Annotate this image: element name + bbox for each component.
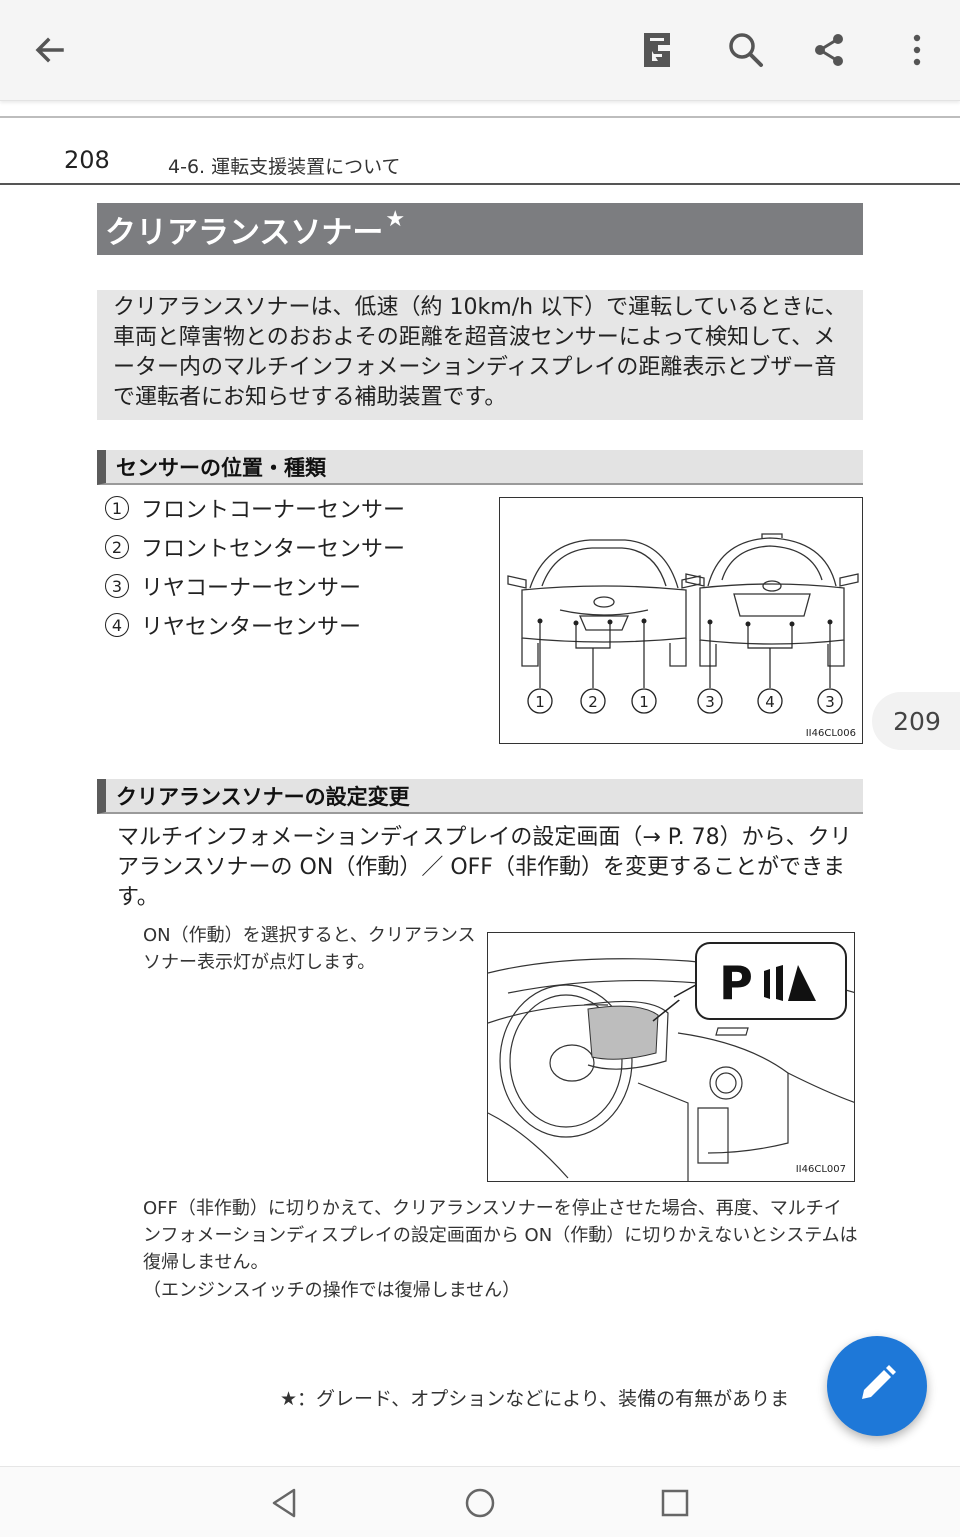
settings-body: マルチインフォメーションディスプレイの設定画面（→ P. 78）から、クリアラン… bbox=[117, 825, 852, 910]
next-page-badge[interactable]: 209 bbox=[872, 692, 960, 750]
footnote-text: ：グレード、オプションなどにより、装備の有無がありま bbox=[297, 1388, 790, 1410]
sensor-label: リヤセンターセンサー bbox=[141, 615, 362, 640]
circled-number: 1 bbox=[105, 496, 129, 520]
list-item: 2 フロントセンターセンサー bbox=[105, 531, 405, 563]
nav-home-icon[interactable] bbox=[458, 1481, 502, 1525]
figure-label: 1 bbox=[535, 693, 545, 711]
figure-label: 4 bbox=[765, 693, 775, 711]
pencil-icon bbox=[856, 1363, 898, 1409]
footnote: ★：グレード、オプションなどにより、装備の有無がありま bbox=[280, 1384, 789, 1411]
off-note-2: （エンジンスイッチの操作では復帰しません） bbox=[143, 1280, 521, 1301]
sensor-label: フロントセンターセンサー bbox=[141, 537, 406, 562]
sensor-label: リヤコーナーセンサー bbox=[141, 576, 362, 601]
header-rule bbox=[0, 183, 960, 185]
section-path: 4-6. 運転支援装置について bbox=[168, 156, 401, 178]
intro-box: クリアランスソナーは、低速（約 10km/h 以下）で運転しているときに、車両と… bbox=[97, 290, 863, 420]
off-note: OFF（非作動）に切りかえて、クリアランスソナーを停止させた場合、再度、マルチイ… bbox=[143, 1198, 858, 1273]
circled-number: 4 bbox=[105, 613, 129, 637]
system-nav-bar bbox=[0, 1466, 960, 1537]
star-icon: ★ bbox=[280, 1388, 298, 1410]
search-icon[interactable] bbox=[722, 26, 770, 74]
sensor-section-heading: センサーの位置・種類 bbox=[97, 450, 863, 485]
figure-label: 3 bbox=[705, 693, 715, 711]
edit-fab-button[interactable] bbox=[827, 1336, 927, 1436]
figure-label: 1 bbox=[639, 693, 649, 711]
share-icon[interactable] bbox=[805, 26, 853, 74]
figure-code: II46CL006 bbox=[805, 728, 856, 739]
bookmark-icon[interactable] bbox=[633, 26, 681, 74]
indicator-letter: P bbox=[719, 956, 753, 1010]
nav-back-icon[interactable] bbox=[262, 1481, 306, 1525]
circled-number: 3 bbox=[105, 574, 129, 598]
arrow-left-icon[interactable] bbox=[26, 26, 74, 74]
list-item: 1 フロントコーナーセンサー bbox=[105, 492, 405, 524]
figure-code: II46CL007 bbox=[795, 1164, 846, 1175]
circled-number: 2 bbox=[105, 535, 129, 559]
page-title: クリアランスソナー★ bbox=[97, 203, 863, 255]
sensor-position-figure: 1 2 1 3 4 3 II46CL006 bbox=[499, 497, 863, 744]
settings-section-heading: クリアランスソナーの設定変更 bbox=[97, 779, 863, 814]
list-item: 4 リヤセンターセンサー bbox=[105, 609, 361, 641]
app-bar bbox=[0, 0, 960, 101]
page-title-text: クリアランスソナー bbox=[105, 214, 384, 251]
star-icon: ★ bbox=[385, 206, 406, 232]
car-sensor-illustration: 1 2 1 3 4 3 bbox=[507, 533, 859, 714]
more-vert-icon[interactable] bbox=[893, 26, 941, 74]
page-number: 208 bbox=[64, 146, 110, 174]
on-note: ON（作動）を選択すると、クリアランスソナー表示灯が点灯します。 bbox=[143, 925, 476, 973]
dashboard-figure: P II46CL007 bbox=[487, 932, 855, 1182]
list-item: 3 リヤコーナーセンサー bbox=[105, 570, 361, 602]
figure-label: 2 bbox=[588, 693, 598, 711]
nav-recents-icon[interactable] bbox=[653, 1481, 697, 1525]
sensor-label: フロントコーナーセンサー bbox=[141, 498, 406, 523]
dashboard-illustration: P bbox=[488, 942, 854, 1181]
figure-label: 3 bbox=[825, 693, 835, 711]
page-top-rule bbox=[0, 116, 960, 118]
